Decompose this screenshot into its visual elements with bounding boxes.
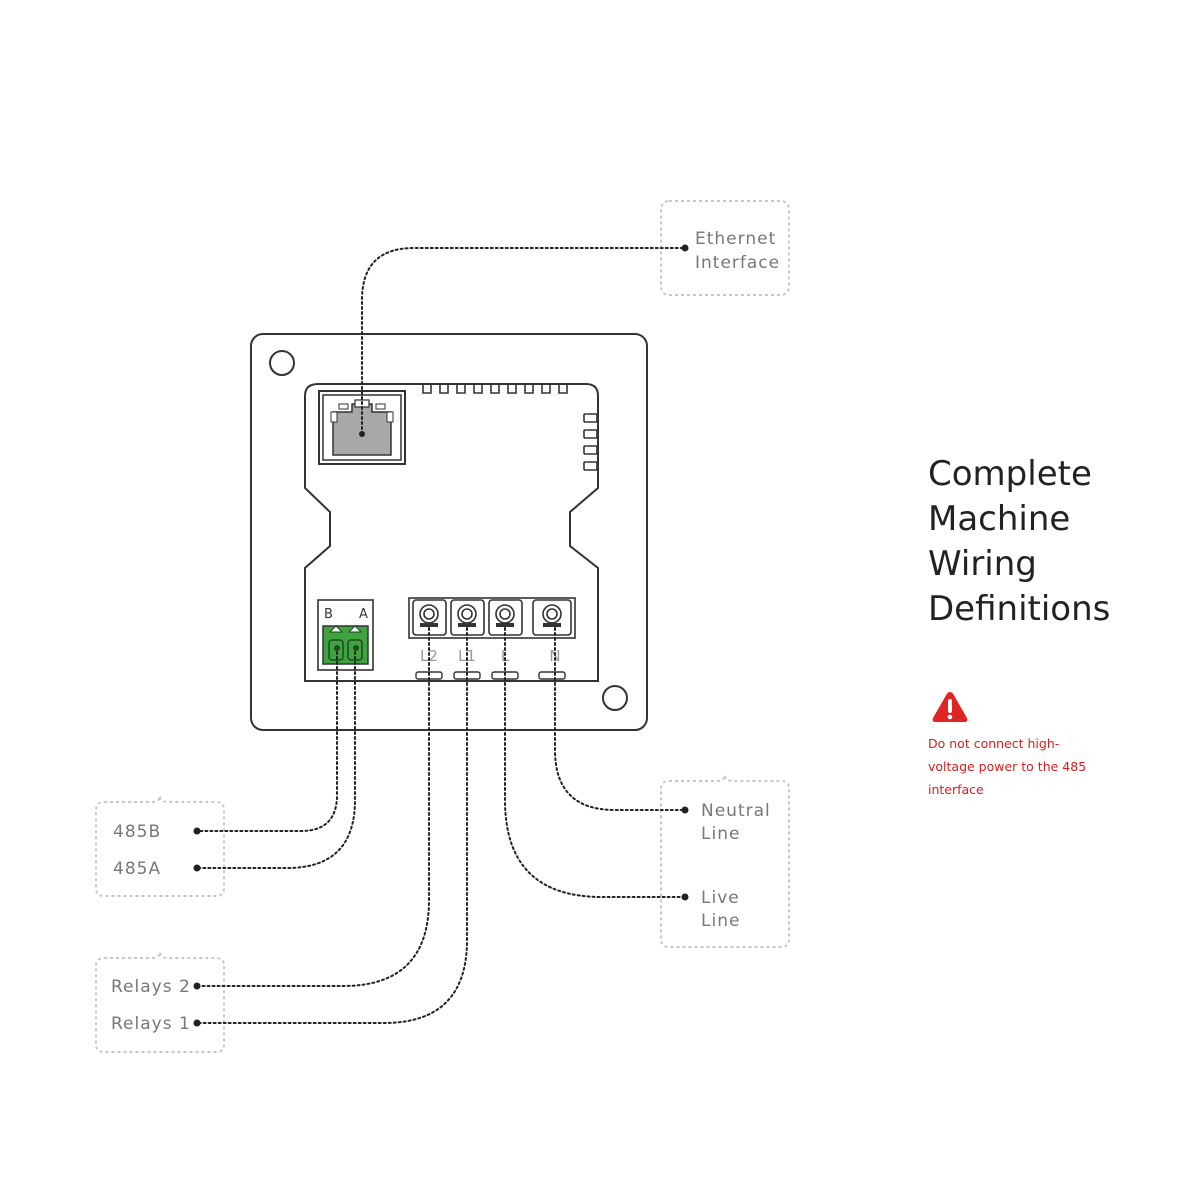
- wire-live: [504, 627, 685, 898]
- neutral-label-line1: Neutral: [701, 801, 771, 821]
- side-vents: [583, 413, 598, 471]
- terminal-label-a: A: [359, 607, 368, 622]
- label-boxes: [95, 200, 790, 1053]
- wire-relay1: [197, 627, 468, 1024]
- wire-485a: [197, 651, 356, 869]
- neutral-label-line2: Line: [701, 824, 740, 844]
- power-terminal-block: [408, 597, 576, 680]
- relays-label-box: [95, 951, 225, 1053]
- device-outer-frame: [250, 333, 648, 731]
- relay1-label: Relays 1: [111, 1014, 191, 1034]
- rs485-connector: [317, 599, 374, 671]
- mount-hole-bottom-right: [602, 685, 628, 711]
- warning-text: Do not connect high-voltage power to the…: [928, 736, 1087, 797]
- title-line: Definitions: [928, 589, 1111, 629]
- live-label-line1: Live: [701, 888, 740, 908]
- page-title: Complete Machine Wiring Definitions: [928, 452, 1178, 632]
- rs485b-label: 485B: [113, 822, 161, 842]
- ethernet-label-line1: Ethernet: [695, 229, 776, 249]
- wire-endpoints: [193, 244, 689, 1027]
- wire-relay2: [197, 627, 430, 987]
- title-line: Wiring: [928, 544, 1037, 584]
- live-label-line2: Line: [701, 911, 740, 931]
- wiring-lines: [197, 247, 685, 1024]
- power-label-box: [660, 774, 790, 948]
- title-line: Machine: [928, 499, 1071, 539]
- device-inner-board: [304, 383, 599, 682]
- mount-hole-top-left: [269, 350, 295, 376]
- wire-neutral: [554, 627, 685, 811]
- warning-triangle-icon: [932, 692, 968, 722]
- wire-485b: [197, 651, 338, 832]
- top-vents: [422, 384, 568, 394]
- ethernet-label-line2: Interface: [695, 253, 780, 273]
- rs485a-label: 485A: [113, 859, 161, 879]
- rs485-label-box: [95, 795, 225, 897]
- title-line: Complete: [928, 454, 1092, 494]
- device-panel: [250, 333, 648, 731]
- relay2-label: Relays 2: [111, 977, 191, 997]
- wire-ethernet: [361, 247, 685, 435]
- terminal-label-l: L: [501, 647, 510, 665]
- terminal-label-b: B: [324, 607, 333, 622]
